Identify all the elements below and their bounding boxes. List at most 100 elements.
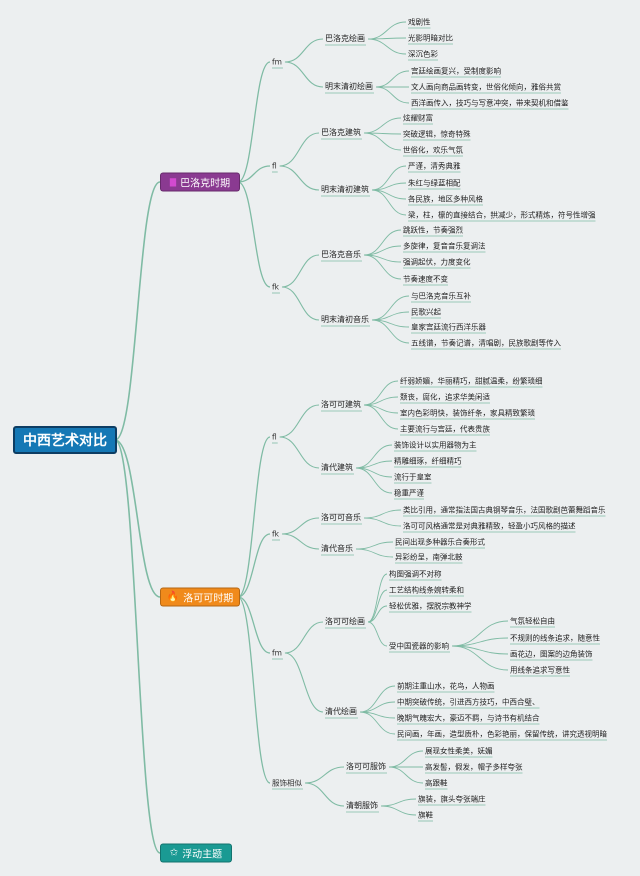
group-topic[interactable]: 服饰相似 [272,778,302,788]
main-topic-3[interactable]: ✩浮动主题 [160,843,232,863]
leaf-topic[interactable]: 轻松优雅，摆脱宗教神学 [389,601,472,611]
category-topic[interactable]: 巴洛克建筑 [321,128,361,137]
leaf-topic[interactable]: 朱红与绿蓝相配 [408,178,461,188]
star-icon: ✩ [169,847,179,859]
leaf-topic[interactable]: 不规则的线条追求，随意性 [510,633,600,643]
leaf-topic[interactable]: 高发髻，假发，帽子多样夸张 [425,762,523,772]
connector-line [237,436,271,598]
leaf-topic[interactable]: 旗鞋 [418,810,433,820]
leaf-topic[interactable]: 民间出现多种器乐合奏形式 [395,537,485,547]
leaf-topic[interactable]: 流行于皇室 [394,472,432,482]
main-topic-label: 巴洛克时期 [180,178,231,190]
group-topic[interactable]: fm [272,57,282,67]
leaf-topic[interactable]: 旗装，旗头夸张端庄 [418,794,486,804]
category-topic[interactable]: 清朝服饰 [346,801,378,810]
leaf-topic[interactable]: 洛可可风格通常是对典雅精致，轻盈小巧风格的描述 [403,521,576,531]
leaf-topic[interactable]: 西洋画传入，技巧与写意冲突，带来契机和借鉴 [411,98,569,108]
group-topic[interactable]: fl [272,161,277,171]
leaf-topic[interactable]: 多旋律，复音音乐复调法 [403,241,486,251]
leaf-topic[interactable]: 皇家宫廷流行西洋乐器 [411,322,486,332]
connector-line [279,436,320,469]
leaf-topic[interactable]: 用线条追求写意性 [510,665,570,675]
group-topic[interactable]: fk [272,529,279,539]
category-topic[interactable]: 洛可可服饰 [346,762,386,771]
connector-line [304,766,345,784]
leaf-topic[interactable]: 工艺结构线条婉转柔和 [389,585,464,595]
leaf-topic[interactable]: 跳跃性，节奏强烈 [403,225,463,235]
connector-line [237,596,271,654]
leaf-topic[interactable]: 高跟鞋 [425,778,448,788]
main-topic-2[interactable]: 🔥洛可可时期 [160,587,240,607]
leaf-topic[interactable]: 突破逻辑，惊奇特殊 [403,129,471,139]
category-topic[interactable]: 明末清初建筑 [321,185,369,194]
leaf-topic[interactable]: 前期注重山水，花鸟，人物画 [397,681,495,691]
leaf-topic[interactable]: 异彩纷呈，南弹北鼓 [395,552,463,562]
connector-line [237,596,271,784]
connector-line [363,132,402,151]
category-topic[interactable]: 巴洛克音乐 [321,250,361,259]
leaf-topic[interactable]: 深沉色彩 [408,49,438,59]
category-topic[interactable]: 洛可可建筑 [321,400,361,409]
leaf-topic[interactable]: 宫廷绘画复兴，受制度影响 [411,66,501,76]
connector-line [375,86,410,104]
leaf-topic[interactable]: 主要流行与宫廷，代表贵族 [400,424,490,434]
category-topic[interactable]: 清代音乐 [321,544,353,553]
leaf-topic[interactable]: 文人画向商品画转变，世俗化倾向，雅俗共赏 [411,82,561,92]
leaf-topic[interactable]: 气氛轻松自由 [510,616,555,626]
connector-line [367,621,388,647]
leaf-topic[interactable]: 世俗化，欢乐气氛 [403,145,463,155]
category-topic[interactable]: 清代绘画 [325,707,357,716]
leaf-topic[interactable]: 精雕细琢，纤细精巧 [394,456,462,466]
leaf-topic[interactable]: 构图强调不对称 [389,569,442,579]
leaf-topic[interactable]: 晚期气魄宏大，豪迈不羁，与诗书有机结合 [397,713,540,723]
connector-line [371,319,410,344]
leaf-topic[interactable]: 颓丧，腐化，追求华美闲适 [400,392,490,402]
leaf-topic[interactable]: 严谨，清秀典雅 [408,161,461,171]
connector-line [237,165,271,183]
connector-line [363,229,402,256]
leaf-topic[interactable]: 稳重严谨 [394,488,424,498]
leaf-topic[interactable]: 类比引用，通常指法国古典钢琴音乐，法国歌剧芭蕾舞蹈音乐 [403,505,606,515]
category-topic[interactable]: 清代建筑 [321,463,353,472]
leaf-topic[interactable]: 室内色彩明快，装饰纤条，家具精致繁琐 [400,408,535,418]
leaf-topic[interactable]: 节奏速度不变 [403,274,448,284]
leaf-topic[interactable]: 画花边，图案的边角装饰 [510,649,593,659]
main-topic-label: 洛可可时期 [183,593,234,605]
leaf-topic[interactable]: 装饰设计以实用器物为主 [394,440,477,450]
connector-line [388,750,424,768]
leaf-topic[interactable]: 戏剧性 [408,17,431,27]
leaf-topic[interactable]: 炫耀财富 [403,113,433,123]
group-topic[interactable]: fm [272,648,282,658]
connector-line [367,605,388,623]
connector-line [279,132,320,167]
leaf-topic[interactable]: 纤弱娇媚，华丽精巧，甜腻温柔，纷繁琐细 [400,376,543,386]
leaf-topic[interactable]: 展现女性柔美，妩媚 [425,746,493,756]
connector-line [359,685,396,713]
leaf-topic[interactable]: 与巴洛克音乐互补 [411,291,471,301]
category-topic[interactable]: 明末清初音乐 [321,315,369,324]
group-topic[interactable]: fk [272,282,279,292]
main-topic-label: 浮动主题 [182,849,223,861]
category-topic[interactable]: 巴洛克绘画 [325,34,365,43]
leaf-topic[interactable]: 各民族，地区多种风格 [408,194,483,204]
leaf-topic[interactable]: 光影明暗对比 [408,33,453,43]
connector-line [380,798,417,807]
category-topic[interactable]: 洛可可音乐 [321,513,361,522]
group-topic[interactable]: fl [272,432,277,442]
main-topic-1[interactable]: ▇巴洛克时期 [160,172,240,192]
leaf-topic[interactable]: 民间画，年画，造型质朴，色彩艳丽，保留传统，讲究透视明暗 [397,729,607,739]
leaf-topic[interactable]: 梁，柱，檩的直接结合，拱减少，形式精炼，符号性增强 [408,210,596,220]
connector-line [371,295,410,321]
category-topic[interactable]: 洛可可绘画 [325,617,365,626]
connector-line [359,711,396,735]
leaf-topic[interactable]: 五线谱，节奏记谱，清唱剧，民族歌剧等传入 [411,338,561,348]
connector-line [355,541,394,550]
leaf-topic[interactable]: 强调起伏，力度变化 [403,257,471,267]
category-topic[interactable]: 明末清初绘画 [325,82,373,91]
root-topic[interactable]: 中西艺术对比 [13,426,117,454]
leaf-topic[interactable]: 民歌兴起 [411,307,441,317]
leaf-topic[interactable]: 中期突破传统，引进西方技巧，中西合璧、 [397,697,540,707]
root-topic-label: 中西艺术对比 [23,433,107,449]
subcategory-topic[interactable]: 受中国瓷器的影响 [389,641,449,651]
